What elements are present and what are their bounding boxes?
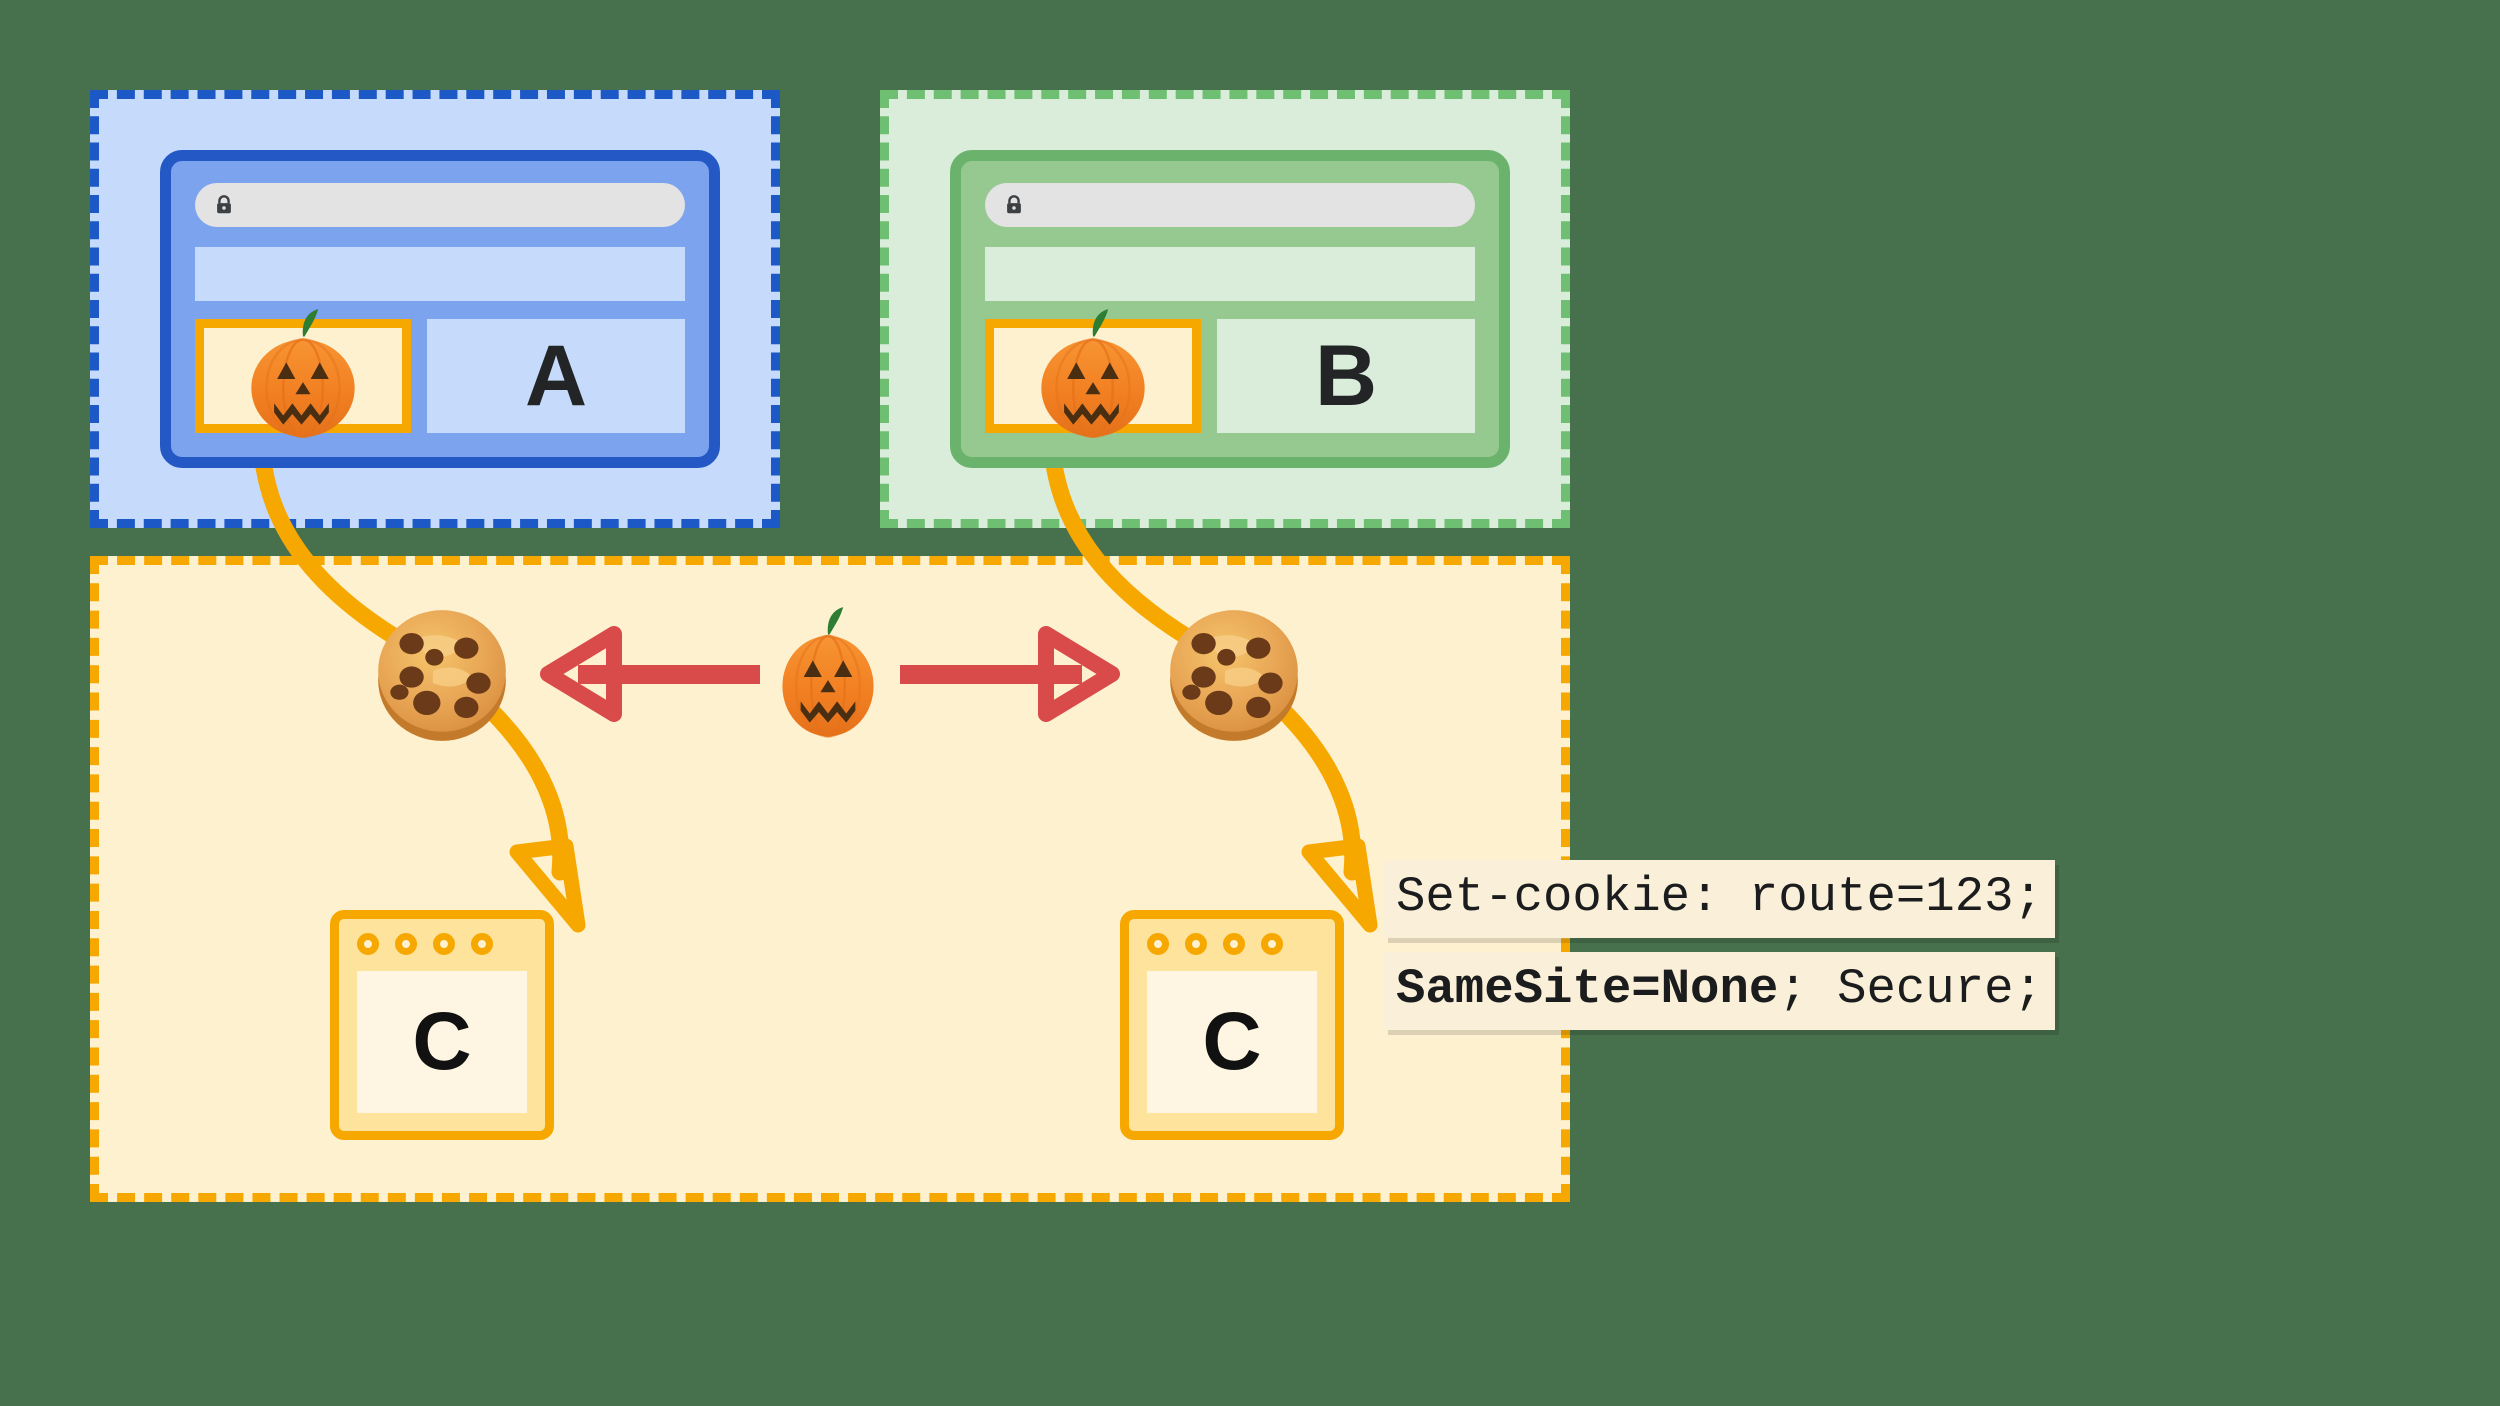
site-pane-b: B bbox=[1217, 319, 1475, 433]
url-bar-a[interactable] bbox=[195, 183, 685, 227]
site-pane-a: A bbox=[427, 319, 685, 433]
samesite-none-token: SameSite=None bbox=[1396, 961, 1779, 1017]
panes-a: A bbox=[195, 309, 685, 439]
lock-icon bbox=[217, 195, 231, 214]
same-cookie-double-arrow bbox=[540, 626, 1120, 722]
server-screen: C bbox=[1147, 971, 1317, 1113]
panes-b: B bbox=[985, 309, 1475, 439]
pumpkin-icon bbox=[251, 309, 355, 439]
url-bar-b[interactable] bbox=[985, 183, 1475, 227]
window-dot bbox=[1261, 933, 1283, 955]
site-letter-b: B bbox=[1314, 328, 1378, 424]
window-dot bbox=[357, 933, 379, 955]
server-c-right[interactable]: C bbox=[1120, 910, 1344, 1140]
pumpkin-icon bbox=[782, 607, 874, 738]
pumpkin-icon bbox=[1041, 309, 1145, 439]
browser-window-a[interactable]: A bbox=[160, 150, 720, 468]
server-screen: C bbox=[357, 971, 527, 1113]
server-title-dots bbox=[1147, 933, 1283, 955]
lock-icon bbox=[1007, 195, 1021, 214]
secure-token: ; Secure; bbox=[1778, 961, 2043, 1017]
site-letter-a: A bbox=[524, 328, 588, 424]
set-cookie-line-1: Set-cookie: route=123; bbox=[1384, 860, 2055, 938]
embedded-iframe-b[interactable] bbox=[985, 309, 1201, 439]
server-c-left[interactable]: C bbox=[330, 910, 554, 1140]
window-dot bbox=[1185, 933, 1207, 955]
cookie-icon bbox=[378, 610, 506, 741]
window-dot bbox=[1223, 933, 1245, 955]
content-bar-a bbox=[195, 247, 685, 301]
content-bar-b bbox=[985, 247, 1475, 301]
server-letter: C bbox=[1202, 996, 1262, 1087]
window-dot bbox=[1147, 933, 1169, 955]
cookie-icon bbox=[1170, 610, 1298, 741]
embedded-iframe-a[interactable] bbox=[195, 309, 411, 439]
set-cookie-line-2: SameSite=None; Secure; bbox=[1384, 952, 2055, 1030]
window-dot bbox=[433, 933, 455, 955]
window-dot bbox=[395, 933, 417, 955]
flow-arrow-cookie-to-server-right bbox=[1263, 691, 1378, 933]
browser-window-b[interactable]: B bbox=[950, 150, 1510, 468]
window-dot bbox=[471, 933, 493, 955]
server-letter: C bbox=[412, 996, 472, 1087]
server-title-dots bbox=[357, 933, 493, 955]
flow-arrow-cookie-to-server-left bbox=[471, 691, 586, 933]
